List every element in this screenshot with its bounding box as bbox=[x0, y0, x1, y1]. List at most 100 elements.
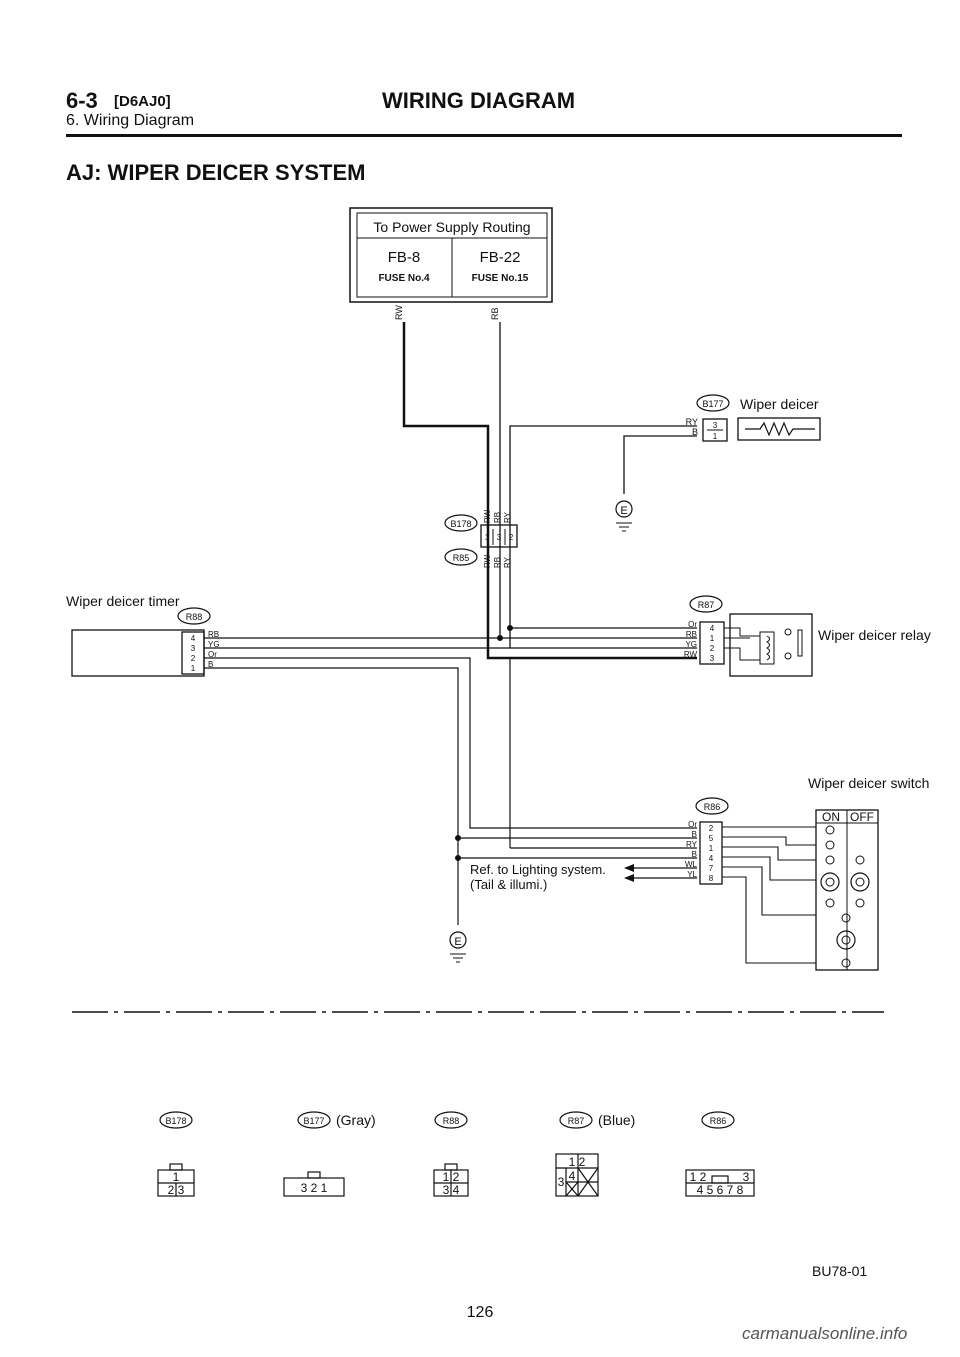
wiper-deicer-heater: Wiper deicer bbox=[737, 396, 821, 441]
fuse-block-left: FB-8 bbox=[388, 249, 421, 266]
b177-pin-1: 1 bbox=[713, 432, 718, 441]
b178-tag: B178 bbox=[450, 519, 471, 529]
fuse-block-right: FB-22 bbox=[480, 249, 521, 266]
timer-label-line1: Wiper deicer timer bbox=[66, 593, 180, 609]
b178-pin-1: 1 bbox=[485, 533, 490, 542]
r88-pin-1: 1 bbox=[191, 664, 196, 673]
r88-wire-yg: YG bbox=[208, 640, 220, 649]
r86-wire-wl: WL bbox=[685, 860, 698, 869]
switch-off-label: OFF bbox=[850, 810, 874, 824]
r86-wire-b1: B bbox=[692, 830, 697, 839]
diagram-code: BU78-01 bbox=[812, 1263, 867, 1279]
r86-wire-ry: RY bbox=[686, 840, 698, 849]
b178-wire-ry: RY bbox=[503, 511, 512, 523]
power-supply-box: To Power Supply Routing FB-8 FUSE No.4 F… bbox=[349, 207, 553, 303]
relay-label: Wiper deicer relay bbox=[818, 627, 931, 643]
legend-r86-pins-top: 1 2 bbox=[690, 1170, 707, 1184]
switch-label: Wiper deicer switch bbox=[808, 775, 929, 791]
b177-wire-ry: RY bbox=[686, 417, 698, 427]
ref-lighting-line2: (Tail & illumi.) bbox=[470, 877, 547, 892]
r88-pin-4: 4 bbox=[191, 634, 196, 643]
r87-wire-rw: RW bbox=[684, 650, 698, 659]
b178-pin-2: 2 bbox=[509, 533, 514, 542]
legend-b178-tag: B178 bbox=[165, 1116, 186, 1126]
r86-pin-5: 5 bbox=[709, 834, 714, 843]
wiper-deicer-label: Wiper deicer bbox=[740, 396, 819, 412]
wire-rw bbox=[402, 322, 697, 660]
b178-wire-rb: RB bbox=[493, 512, 502, 523]
r87-pin-1: 1 bbox=[710, 634, 715, 643]
r88-wire-rb: RB bbox=[208, 630, 219, 639]
section-subtitle: 6. Wiring Diagram bbox=[66, 112, 195, 129]
r88-tag: R88 bbox=[186, 612, 203, 622]
r88-wire-b: B bbox=[208, 660, 213, 669]
r85-tag: R85 bbox=[453, 553, 470, 563]
connector-r85: R85 RW RB RY bbox=[444, 548, 512, 568]
b177-tag: B177 bbox=[702, 399, 723, 409]
r88-pin-2: 2 bbox=[191, 654, 196, 663]
wiper-deicer-switch: Wiper deicer switch ON OFF bbox=[808, 775, 929, 971]
r86-wire-or: Or bbox=[688, 820, 697, 829]
connector-b178: B178 1 3 2 RW RB RY bbox=[444, 509, 518, 548]
wire-timer-b bbox=[204, 667, 459, 925]
r85-wire-ry: RY bbox=[503, 556, 512, 568]
connector-b177: B177 3 1 RY B bbox=[686, 394, 730, 442]
legend-b177-color: (Gray) bbox=[336, 1112, 376, 1128]
section-number: 6-3 bbox=[66, 88, 98, 113]
r86-pin-2: 2 bbox=[709, 824, 714, 833]
legend-b177-pins: 3 2 1 bbox=[301, 1181, 328, 1195]
power-title: To Power Supply Routing bbox=[373, 219, 530, 235]
b178-wire-rw: RW bbox=[483, 509, 492, 523]
legend-r88-tag: R88 bbox=[443, 1116, 460, 1126]
r85-wire-rb: RB bbox=[493, 557, 502, 568]
lighting-reference: Ref. to Lighting system. (Tail & illumi.… bbox=[470, 862, 697, 892]
r86-wire-b2: B bbox=[692, 850, 697, 859]
legend-r86-pins-bottom: 4 5 6 7 8 bbox=[697, 1183, 744, 1197]
header-rule bbox=[66, 134, 902, 137]
watermark: carmanualsonline.info bbox=[742, 1324, 908, 1343]
r86-pin-1: 1 bbox=[709, 844, 714, 853]
r88-pin-3: 3 bbox=[191, 644, 196, 653]
r86-pin-4: 4 bbox=[709, 854, 714, 863]
wire-timer-or bbox=[204, 657, 697, 829]
r88-wire-or: Or bbox=[208, 650, 217, 659]
connector-r87: R87 4 1 2 3 Or RB YG RW bbox=[684, 595, 725, 665]
wiper-deicer-relay: Wiper deicer relay bbox=[724, 613, 931, 677]
r87-tag: R87 bbox=[698, 600, 715, 610]
ground-label-1: E bbox=[620, 505, 627, 517]
fuse-right-label: FUSE No.15 bbox=[472, 273, 529, 284]
section-title: AJ: WIPER DEICER SYSTEM bbox=[66, 160, 366, 185]
connector-r86: R86 2 5 1 4 7 8 Or B RY B WL YL bbox=[685, 797, 729, 885]
r87-wire-or: Or bbox=[688, 620, 697, 629]
r86-pin-7: 7 bbox=[709, 864, 714, 873]
section-code: [D6AJ0] bbox=[114, 93, 171, 110]
legend-r86-pin-3: 3 bbox=[743, 1170, 750, 1184]
wire-label-rb: RB bbox=[490, 307, 500, 320]
ground-label-2: E bbox=[454, 936, 461, 948]
wiper-deicer-timer: Wiper deicer timer R88 4 3 2 1 RB YG Or … bbox=[66, 593, 220, 677]
legend-b178-pins-top: 1 bbox=[173, 1170, 180, 1184]
legend-r88-pins-top: 1 2 bbox=[443, 1170, 460, 1184]
legend-r86-tag: R86 bbox=[710, 1116, 727, 1126]
ref-lighting-line1: Ref. to Lighting system. bbox=[470, 862, 606, 877]
connector-legend: B178 B177 (Gray) R88 R87 (Blue) R86 1 2 … bbox=[157, 1111, 755, 1197]
r85-wire-rw: RW bbox=[483, 554, 492, 568]
page-number: 126 bbox=[466, 1304, 494, 1321]
legend-b177-tag: B177 bbox=[303, 1116, 324, 1126]
legend-r87-pins-top: 1 2 bbox=[569, 1155, 586, 1169]
page-title: WIRING DIAGRAM bbox=[382, 88, 576, 113]
wire-b177-ground bbox=[623, 435, 697, 494]
legend-b178-pins-bottom: 2 3 bbox=[168, 1183, 185, 1197]
r87-pin-3: 3 bbox=[710, 654, 715, 663]
switch-on-label: ON bbox=[822, 810, 840, 824]
legend-r87-pin-3: 3 bbox=[558, 1175, 565, 1189]
wire-label-rw: RW bbox=[394, 305, 404, 320]
r87-pin-2: 2 bbox=[710, 644, 715, 653]
legend-r87-pin-4: 4 bbox=[569, 1169, 576, 1183]
r86-tag: R86 bbox=[704, 802, 721, 812]
b178-pin-3: 3 bbox=[497, 533, 502, 542]
r87-wire-rb: RB bbox=[686, 630, 697, 639]
b177-pin-3: 3 bbox=[713, 421, 718, 430]
r86-pin-8: 8 bbox=[709, 874, 714, 883]
